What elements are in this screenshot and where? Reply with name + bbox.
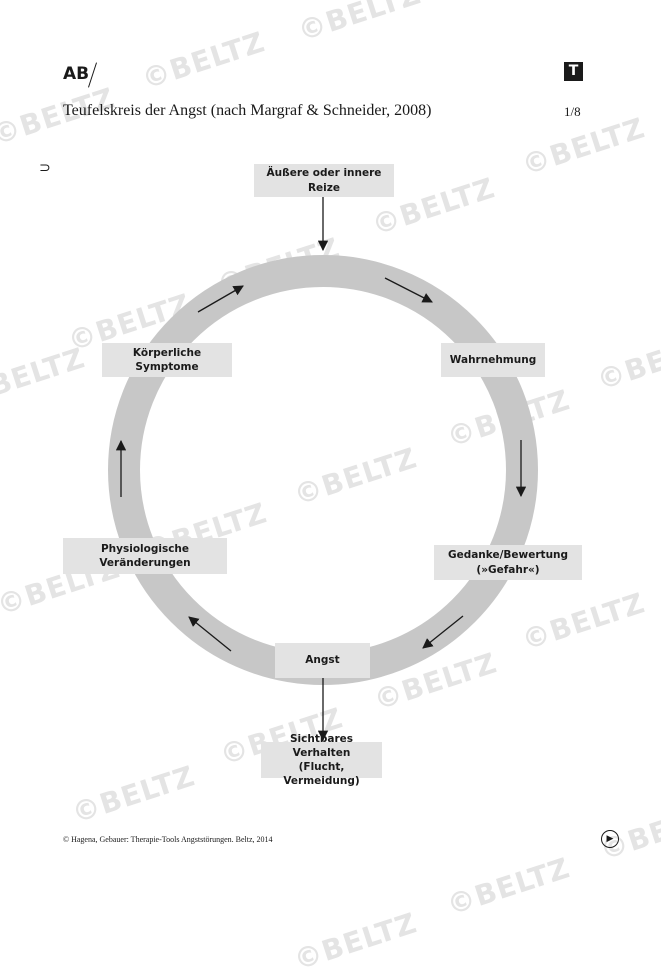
external-stimuli-box: Äußere oder innere Reize [254,164,394,197]
page-title: Teufelskreis der Angst (nach Margraf & S… [63,102,432,119]
play-right-icon: ▶ [606,834,614,844]
node-perception: Wahrnehmung [441,343,545,377]
worksheet-type-label: AB [63,64,90,84]
vicious-circle-diagram [108,197,538,742]
arrow-koerperlich-to-top [197,285,244,313]
arrow-gedanke-to-angst [422,615,464,649]
visible-behavior-box: Sichtbares Verhalten (Flucht, Vermeidung… [261,733,382,787]
next-page-button[interactable]: ▶ [601,830,619,848]
node-anxiety: Angst [275,643,370,678]
arrow-angst-to-physiologisch [188,616,232,652]
page-number: 1/8 [564,104,581,119]
node-body-symptoms: Körperliche Symptome [102,343,232,377]
node-thought-evaluation: Gedanke/Bewertung (»Gefahr«) [434,545,582,580]
tool-badge: T [564,62,583,81]
node-physiological-changes: Physiologische Veränderungen [63,538,227,574]
copyright-citation: © Hagena, Gebauer: Therapie-Tools Angsts… [63,835,273,844]
arrow-top-to-wahrnehmung [384,277,433,303]
cycle-ring [108,255,538,685]
margin-mark-icon: ⊃ [39,160,51,176]
